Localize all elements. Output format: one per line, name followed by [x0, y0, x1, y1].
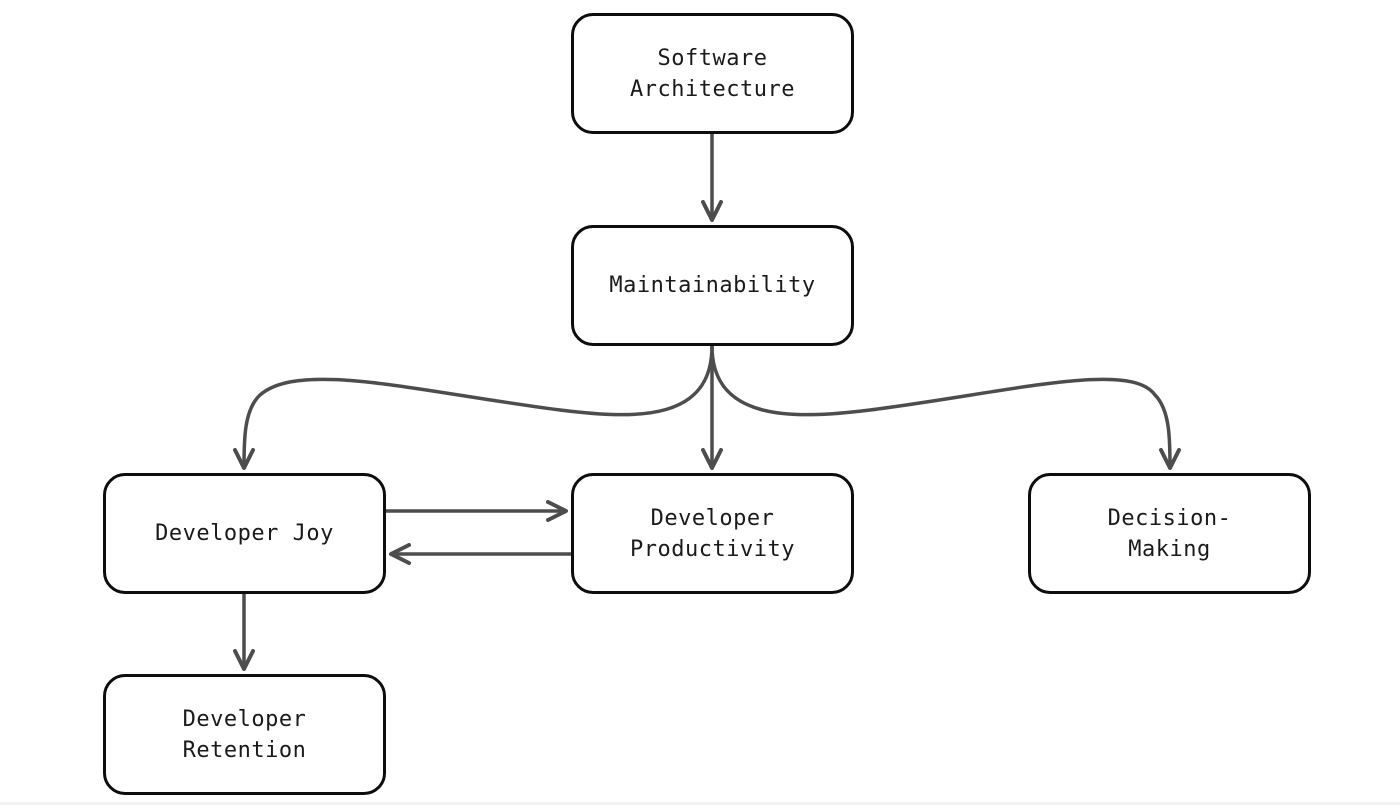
- node-label: Developer Joy: [155, 521, 334, 546]
- node-label: Developer Retention: [182, 706, 307, 763]
- node-developer-retention: Developer Retention: [103, 674, 386, 795]
- edge-maintainability-to-decision: [710, 345, 1181, 470]
- node-developer-productivity: Developer Productivity: [571, 473, 854, 594]
- edge-maintainability-to-joy: [233, 345, 714, 470]
- node-label: Maintainability: [609, 273, 816, 298]
- node-software-architecture: Software Architecture: [571, 13, 854, 134]
- node-decision-making: Decision- Making: [1028, 473, 1311, 594]
- node-maintainability: Maintainability: [571, 225, 854, 346]
- node-label: Decision- Making: [1107, 505, 1232, 562]
- node-label: Developer Productivity: [630, 505, 795, 562]
- bottom-divider: [0, 802, 1400, 805]
- node-label: Software Architecture: [630, 45, 795, 102]
- node-developer-joy: Developer Joy: [103, 473, 386, 594]
